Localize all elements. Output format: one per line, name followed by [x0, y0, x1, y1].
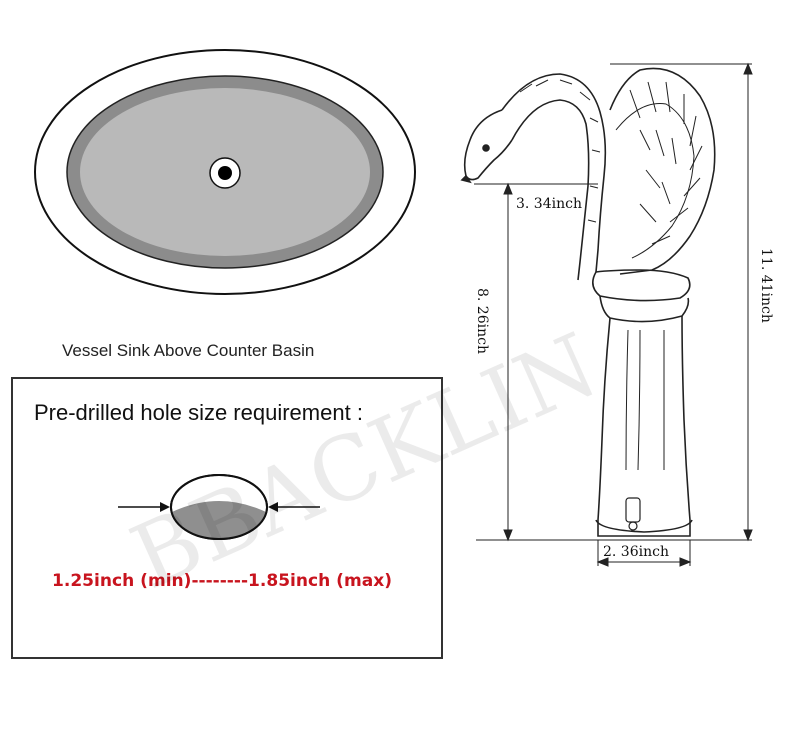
swan-neck-inner: [511, 99, 590, 281]
swan-neck-outer: [501, 73, 607, 273]
neck-feathers: [519, 79, 601, 223]
swan-wing-inner: [615, 103, 695, 259]
swan-eye: [482, 144, 490, 152]
hole-box-title: Pre-drilled hole size requirement :: [34, 400, 363, 425]
faucet-collar-lower: [599, 295, 690, 323]
dim-total-height-label: 11. 41inch: [758, 248, 774, 323]
swan-faucet-illustration: [460, 67, 716, 537]
swan-head: [463, 109, 513, 181]
dim-arrow-icon: [679, 557, 692, 567]
column-highlights: [625, 329, 665, 471]
dim-arrow-icon: [743, 529, 753, 542]
right-arrow-icon: [268, 502, 320, 512]
sink-caption: Vessel Sink Above Counter Basin: [62, 341, 314, 360]
left-arrow-icon: [118, 502, 170, 512]
dim-arrow-icon: [503, 182, 513, 195]
hole-size-range: 1.25inch (min)--------1.85inch (max): [52, 571, 392, 591]
dim-spout-height-label: 8. 26inch: [474, 288, 490, 354]
dim-arrow-icon: [743, 62, 753, 75]
valve-knob-icon: [628, 521, 638, 531]
dim-spout-reach-label: 3. 34inch: [516, 196, 582, 212]
drain-icon: [218, 166, 232, 180]
hole-requirement-box: Pre-drilled hole size requirement : 1.25…: [11, 377, 443, 659]
vessel-sink-illustration: [34, 49, 416, 295]
faucet-valve: [625, 497, 641, 523]
faucet-collar: [592, 269, 691, 302]
dim-arrow-icon: [503, 529, 513, 542]
faucet-column: [597, 315, 691, 537]
faucet-base: [595, 519, 693, 533]
drill-hole-icon: [170, 474, 268, 540]
dim-arrow-icon: [596, 557, 609, 567]
dimension-lines: [474, 62, 753, 567]
swan-beak: [460, 174, 472, 184]
swan-wing-outer: [609, 67, 716, 275]
dim-base-width-label: 2. 36inch: [603, 544, 669, 560]
wing-feathers: [629, 81, 703, 245]
